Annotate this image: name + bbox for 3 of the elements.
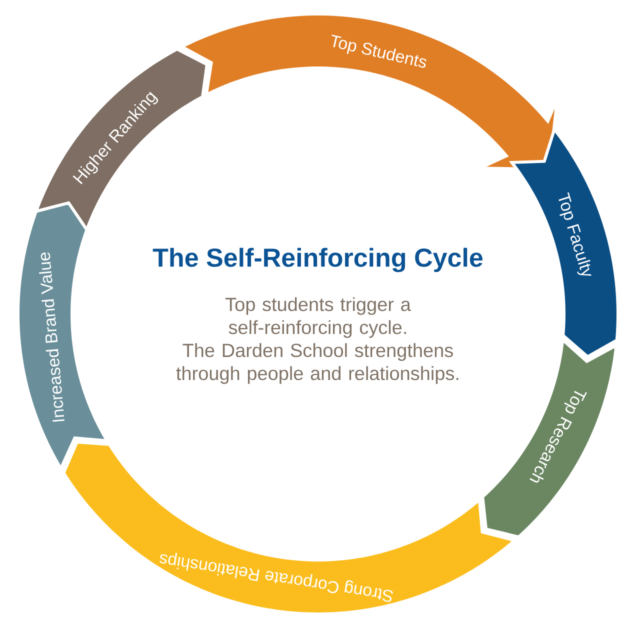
heading: The Self-Reinforcing Cycle <box>152 248 482 272</box>
description-text: Top students trigger a self-reinforcing cycle. <box>225 297 411 338</box>
description-text: The Darden School strengthens through people and relationships. <box>176 343 458 384</box>
